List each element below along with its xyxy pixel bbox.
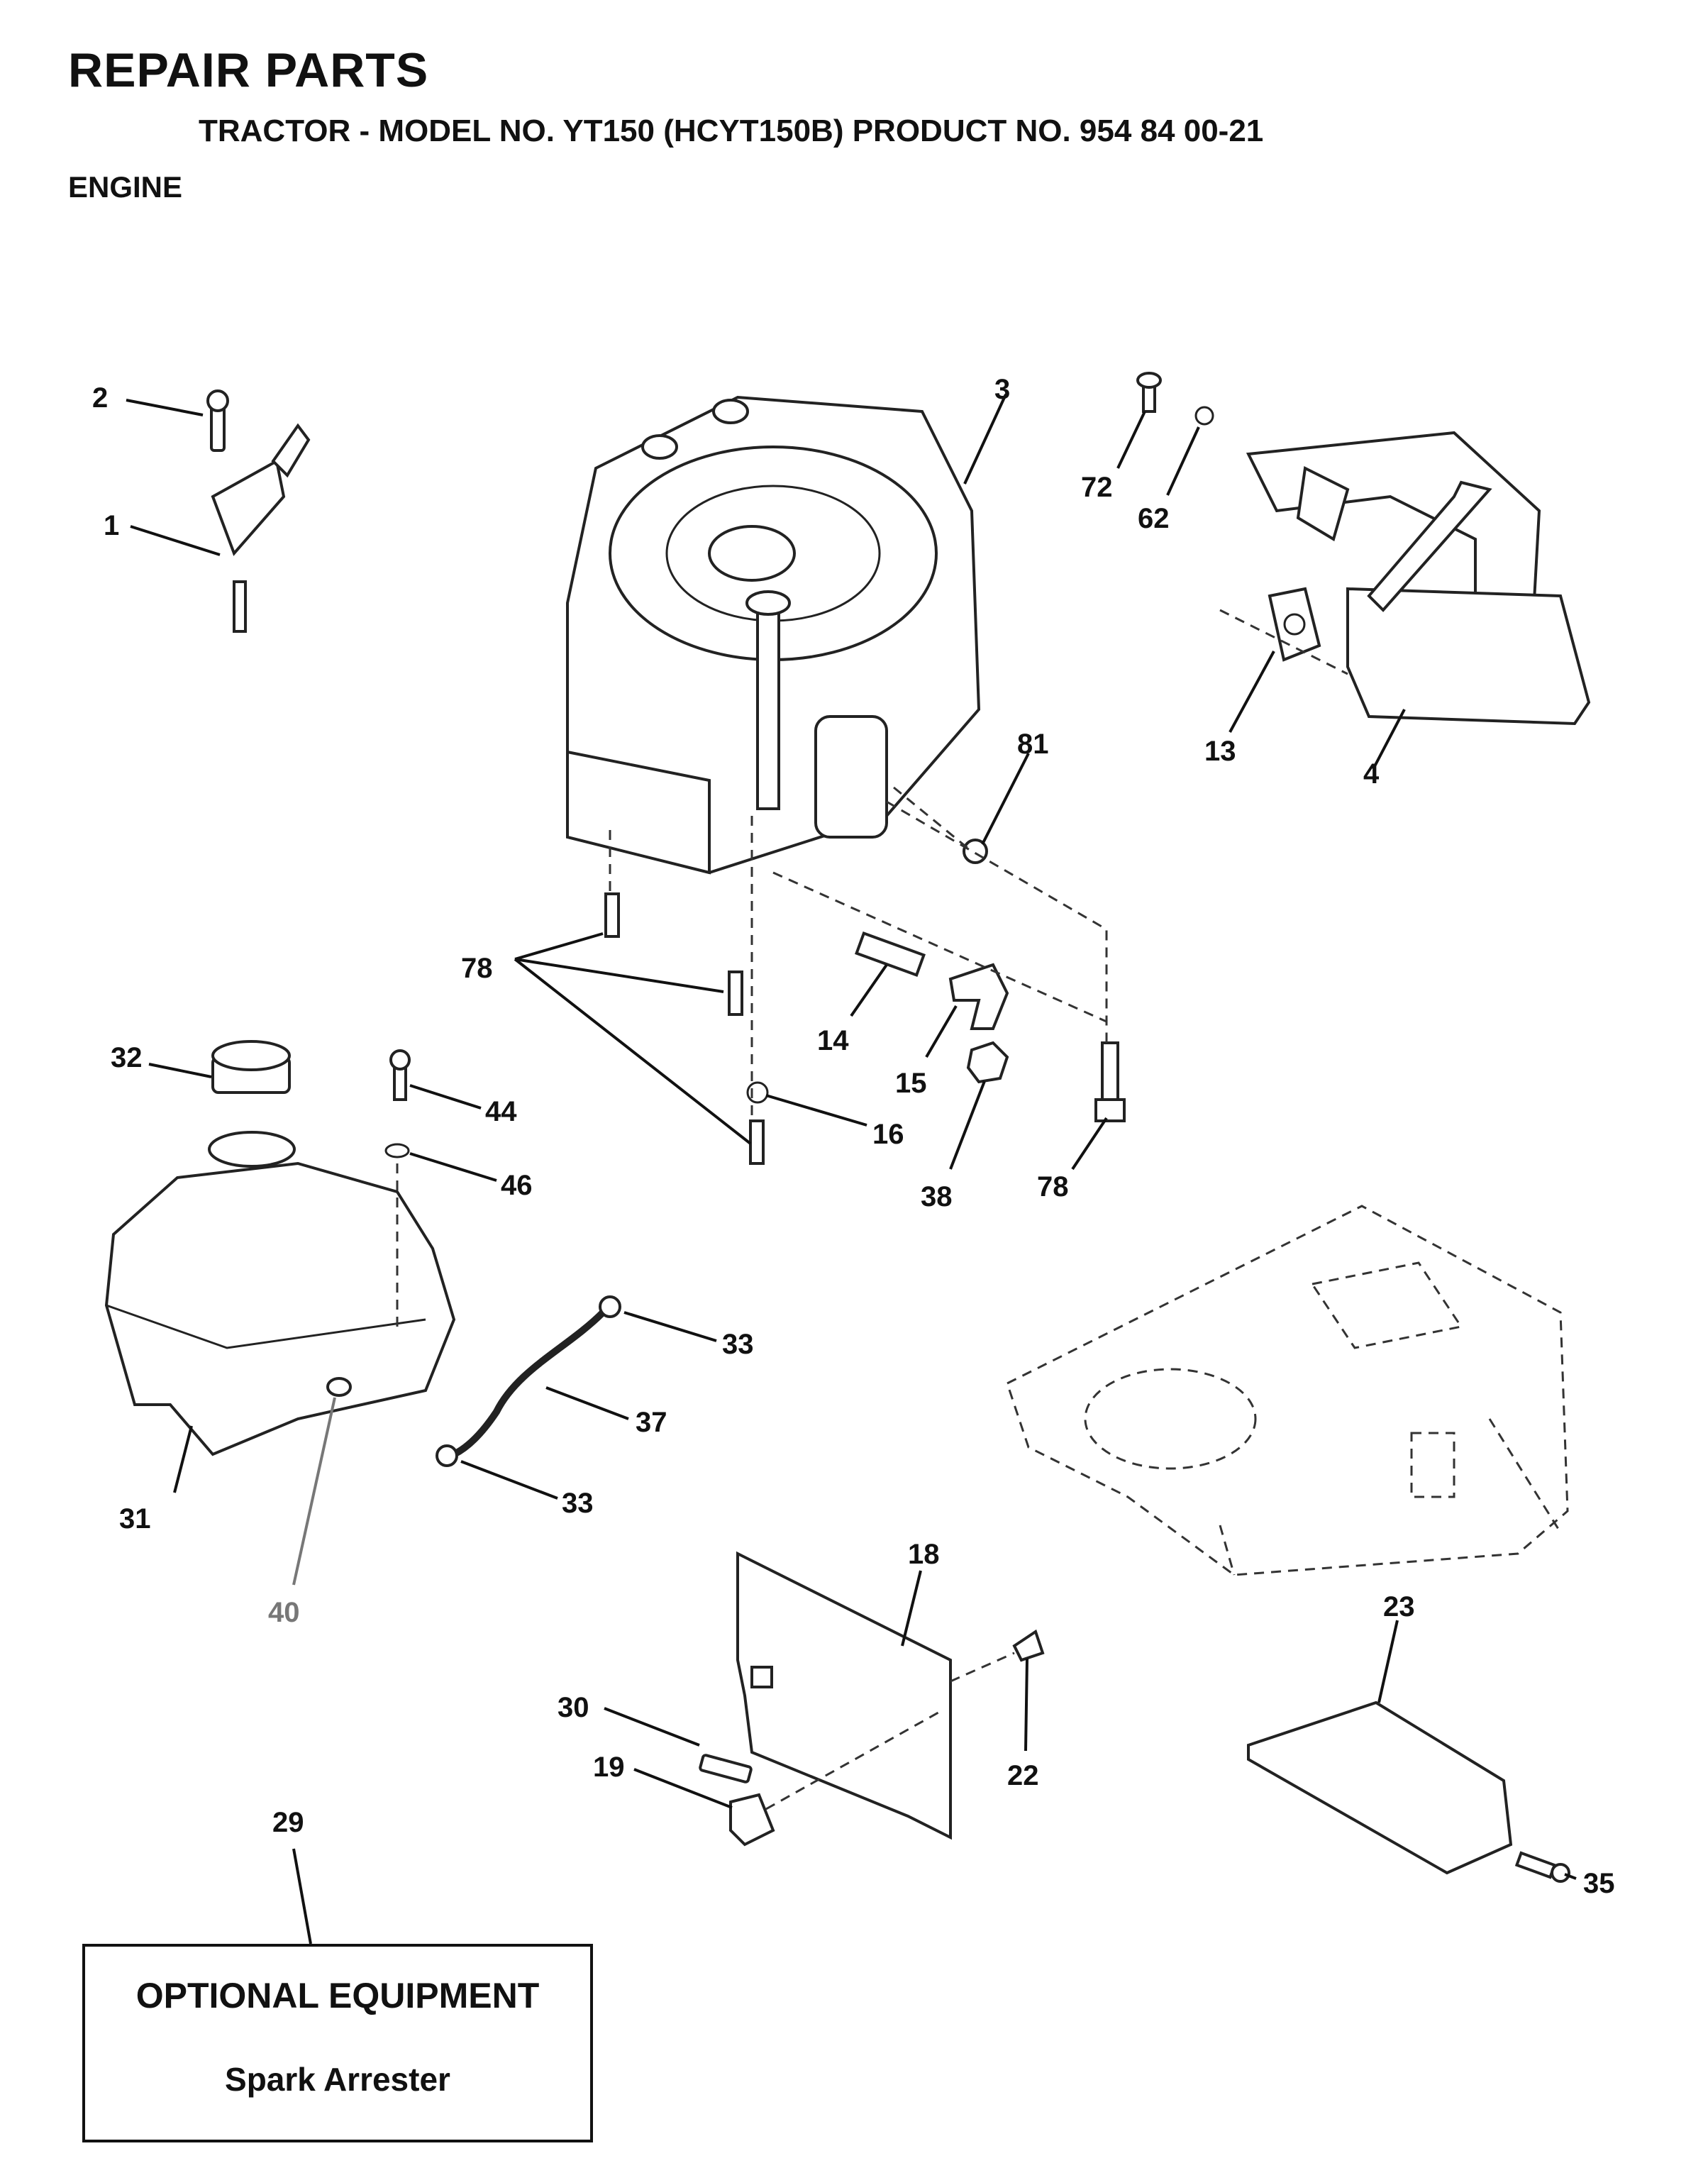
callout-23: 23 (1383, 1591, 1415, 1622)
lower-bracket-part (1247, 1700, 1570, 1883)
callout-31: 31 (119, 1503, 151, 1534)
model-subtitle: TRACTOR - MODEL NO. YT150 (HCYT150B) PRO… (199, 114, 1264, 148)
throttle-control-part (206, 389, 311, 633)
callout-19: 19 (593, 1752, 625, 1783)
fuel-fittings-part (604, 786, 1126, 1165)
section-heading: ENGINE (68, 170, 183, 204)
callout-labels: 2 1 3 72 62 13 4 81 78 14 15 16 38 78 32… (92, 374, 1615, 1899)
callout-33: 33 (722, 1329, 754, 1360)
page-title: REPAIR PARTS (68, 43, 429, 97)
heat-shield-part (699, 1551, 1045, 1847)
callout-62: 62 (1138, 503, 1170, 534)
callout-44: 44 (485, 1096, 517, 1127)
callout-78: 78 (1037, 1171, 1069, 1202)
callout-1: 1 (104, 510, 119, 541)
callout-29: 29 (272, 1807, 304, 1838)
callout-13: 13 (1204, 736, 1236, 767)
callout-4: 4 (1363, 758, 1380, 790)
callout-78: 78 (461, 953, 493, 984)
callout-38: 38 (921, 1181, 953, 1212)
optional-equipment-box: OPTIONAL EQUIPMENT Spark Arrester (82, 1944, 593, 2142)
callout-40: 40 (268, 1597, 300, 1628)
engine-part (566, 395, 981, 875)
callout-35: 35 (1583, 1868, 1615, 1899)
optional-equipment-title: OPTIONAL EQUIPMENT (135, 1976, 540, 2015)
callout-81: 81 (1017, 729, 1049, 760)
callout-46: 46 (501, 1170, 533, 1201)
muffler-part (1136, 372, 1591, 726)
callout-2: 2 (92, 382, 108, 414)
frame-outline-part (1006, 1205, 1569, 1576)
callout-37: 37 (636, 1407, 667, 1438)
callout-18: 18 (908, 1539, 940, 1570)
callout-14: 14 (817, 1025, 849, 1056)
leader-lines (126, 394, 1577, 1945)
optional-equipment-item: Spark Arrester (225, 2061, 450, 2098)
callout-3: 3 (994, 374, 1010, 405)
callout-32: 32 (111, 1042, 143, 1073)
callout-30: 30 (558, 1692, 589, 1723)
callout-22: 22 (1007, 1760, 1039, 1791)
callout-72: 72 (1081, 472, 1113, 503)
fuel-hose-part (436, 1295, 621, 1467)
fuel-tank-part (104, 1040, 456, 1456)
callout-16: 16 (872, 1119, 904, 1150)
callout-15: 15 (895, 1068, 927, 1099)
callout-33: 33 (562, 1488, 594, 1519)
